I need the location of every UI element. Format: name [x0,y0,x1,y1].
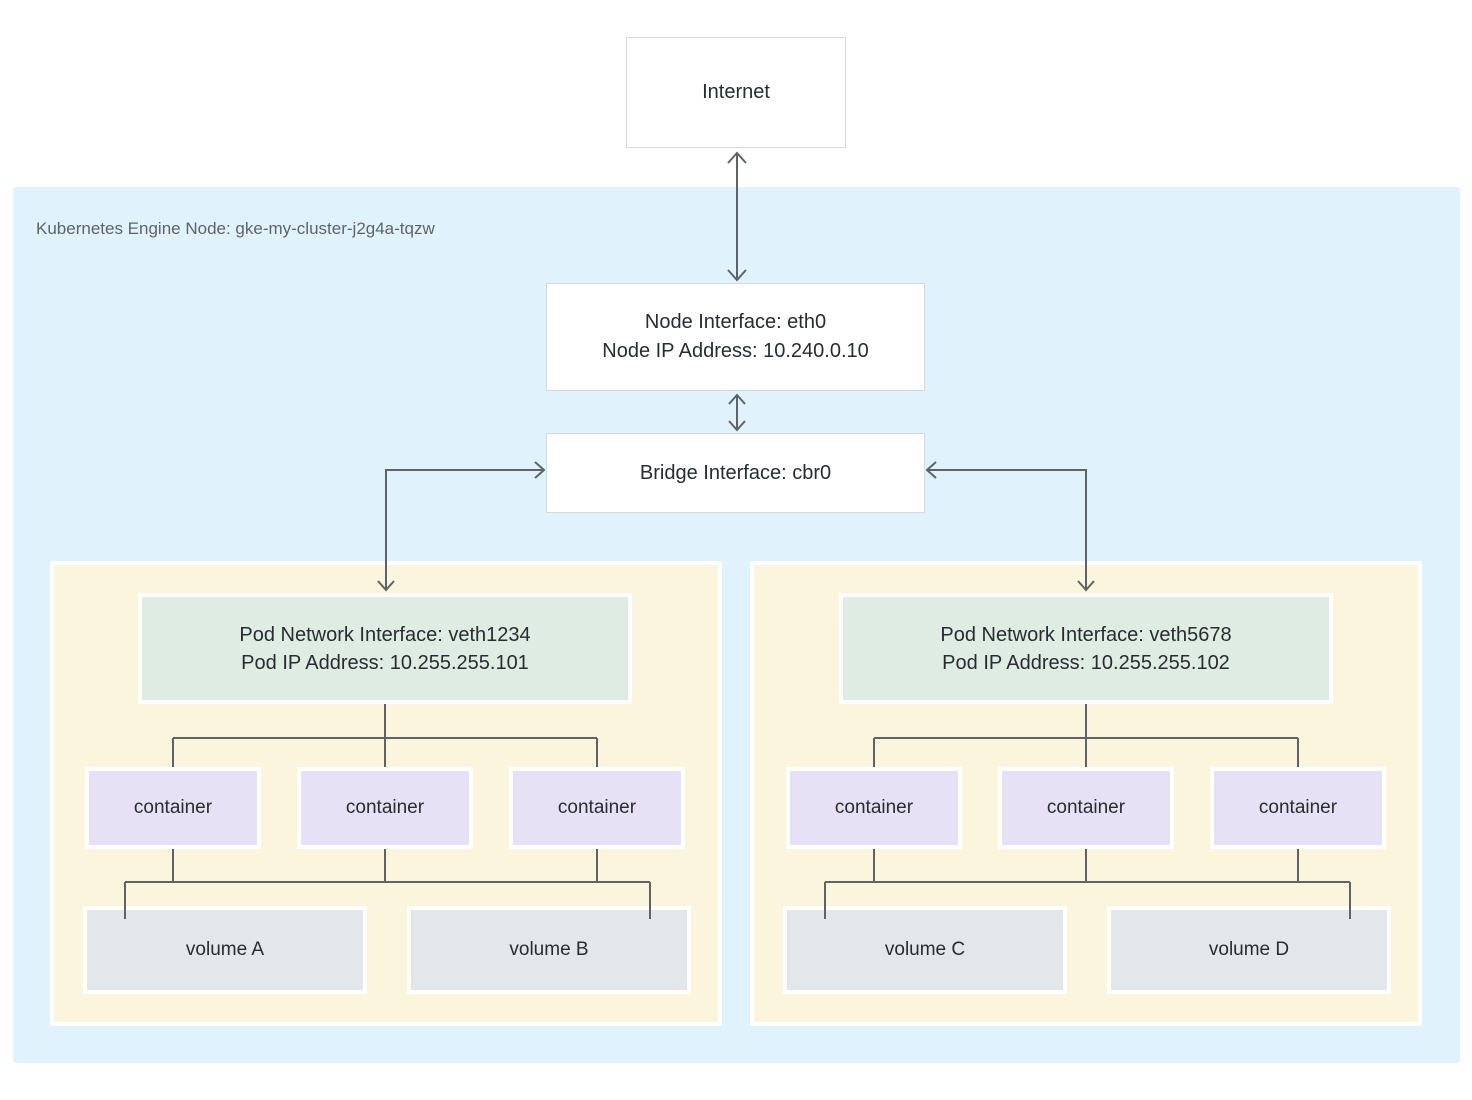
pod-1-container-3: container [509,767,685,849]
pod-2-network-interface-box: Pod Network Interface: veth5678 Pod IP A… [839,593,1333,704]
bridge-interface-box: Bridge Interface: cbr0 [546,433,925,513]
pod-2-volume-c: volume C [783,906,1067,994]
pod-1-interface-line1: Pod Network Interface: veth1234 [239,623,531,646]
pod-2-container-3: container [1210,767,1386,849]
volume-label: volume A [185,939,265,960]
pod-1-network-interface-box: Pod Network Interface: veth1234 Pod IP A… [138,593,632,704]
volume-label: volume D [1208,939,1290,960]
pod-2-container-2: container [998,767,1174,849]
internet-label: Internet [702,81,770,103]
pod-1-volume-a: volume A [83,906,367,994]
node-interface-box: Node Interface: eth0 Node IP Address: 10… [546,283,925,391]
node-zone-label: Kubernetes Engine Node: gke-my-cluster-j… [36,219,435,238]
container-label: container [1046,797,1126,818]
volume-label: volume B [509,939,589,960]
pod-1-interface-line2: Pod IP Address: 10.255.255.101 [241,651,529,674]
pod-2-volume-d: volume D [1107,906,1391,994]
node-interface-line2: Node IP Address: 10.240.0.10 [602,340,869,362]
pod-2-interface-line2: Pod IP Address: 10.255.255.102 [942,651,1230,674]
internet-box: Internet [626,37,846,148]
container-label: container [834,797,914,818]
pod-2-container-1: container [786,767,962,849]
container-label: container [557,797,637,818]
volume-label: volume C [884,939,966,960]
pod-1-container-1: container [85,767,261,849]
container-label: container [133,797,213,818]
pod-2-interface-line1: Pod Network Interface: veth5678 [940,623,1232,646]
pod-1-volume-b: volume B [407,906,691,994]
pod-1-container-2: container [297,767,473,849]
container-label: container [1258,797,1338,818]
node-interface-line1: Node Interface: eth0 [644,311,827,333]
bridge-interface-label: Bridge Interface: cbr0 [639,461,832,484]
container-label: container [345,797,425,818]
